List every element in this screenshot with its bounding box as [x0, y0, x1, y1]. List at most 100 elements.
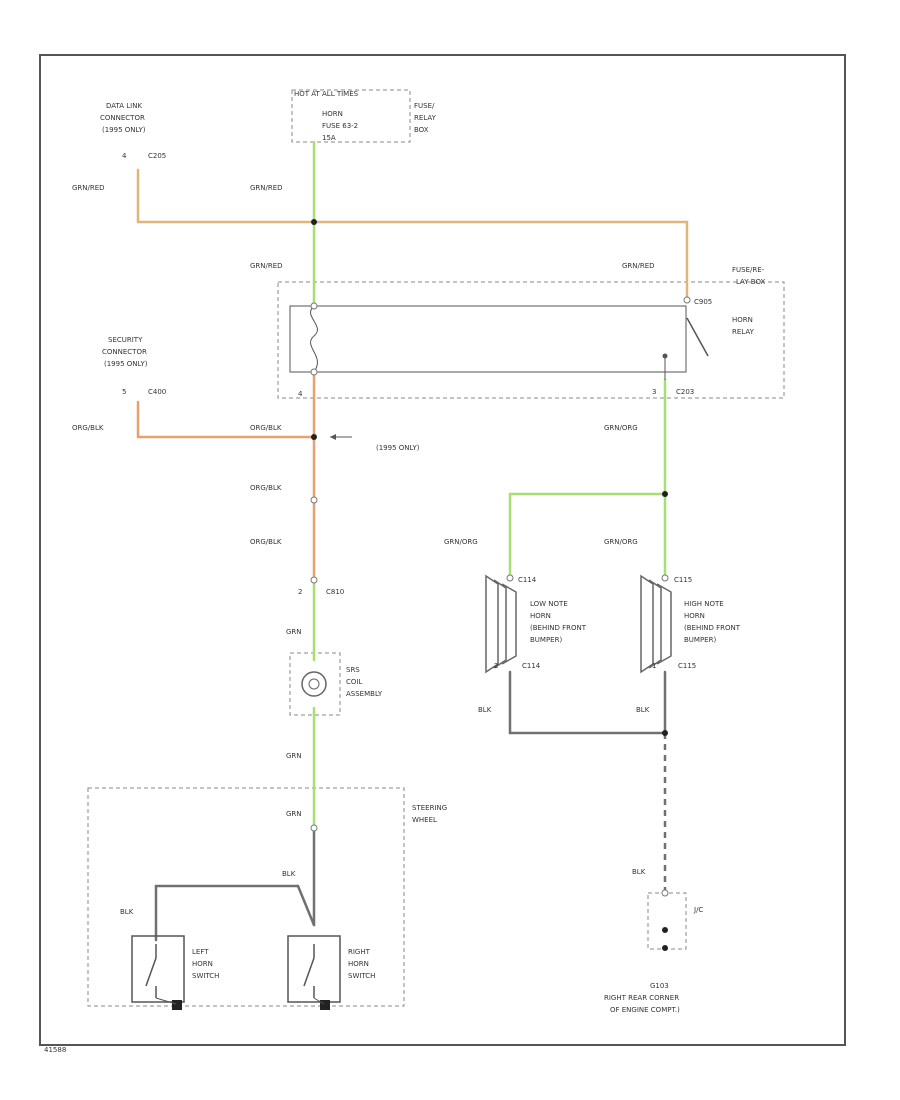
- right-ground-wire: [313, 997, 325, 1005]
- label-g103: G103: [650, 982, 669, 990]
- label-high-horn-1: HIGH NOTE: [684, 600, 724, 608]
- label-steering-2: WHEEL: [412, 816, 437, 824]
- labels: HOT AT ALL TIMES HORN FUSE 63-2 15A FUSE…: [44, 90, 766, 1054]
- label-wire-grnorg-1: GRN/ORG: [604, 424, 638, 432]
- label-srs-3: ASSEMBLY: [346, 690, 383, 698]
- label-wire-grnred-2: GRN/RED: [250, 184, 283, 192]
- label-wire-orgblk-1: ORG/BLK: [72, 424, 104, 432]
- label-left-horn-2: HORN: [192, 960, 213, 968]
- wire-junction-to-relay: [312, 220, 689, 302]
- label-fuse-relay-2: RELAY: [414, 114, 437, 122]
- label-security-conn: C400: [148, 388, 166, 396]
- label-c810: C810: [326, 588, 344, 596]
- label-horn-relay-2: RELAY: [732, 328, 755, 336]
- label-wire-blk-3: BLK: [478, 706, 492, 714]
- srs-coil-outline: [289, 652, 341, 716]
- label-low-horn-1: LOW NOTE: [530, 600, 568, 608]
- label-low-conn-top: C114: [518, 576, 537, 584]
- high-note-horn: [640, 574, 672, 674]
- label-low-horn-4: BUMPER): [530, 636, 562, 644]
- label-ground-2: OF ENGINE COMPT.): [610, 1006, 680, 1014]
- label-security-pin: 5: [122, 388, 126, 396]
- label-low-conn-bottom: C114: [522, 662, 541, 670]
- label-wire-grnred-1: GRN/RED: [72, 184, 105, 192]
- label-note-1995: (1995 ONLY): [376, 444, 420, 452]
- label-security-1: SECURITY: [108, 336, 143, 344]
- label-dlc-conn: C205: [148, 152, 166, 160]
- label-srs-2: COIL: [346, 678, 362, 686]
- label-wire-grnorg-3: GRN/ORG: [604, 538, 638, 546]
- label-high-horn-3: (BEHIND FRONT: [684, 624, 741, 632]
- wire-blk-horn-return: [508, 670, 667, 735]
- label-ground-1: RIGHT REAR CORNER: [604, 994, 679, 1002]
- relay-coil-curve: [310, 305, 318, 373]
- label-high-pin-bottom: 1: [652, 662, 656, 670]
- label-high-conn-bottom: C115: [678, 662, 696, 670]
- label-steering-1: STEERING: [412, 804, 447, 812]
- label-wire-grnorg-2: GRN/ORG: [444, 538, 478, 546]
- label-horn-fuse: HORN: [322, 110, 343, 118]
- connector-pins: [310, 296, 691, 897]
- label-left-horn-1: LEFT: [192, 948, 209, 956]
- fuse-box-outline: [291, 89, 411, 143]
- label-c810-pin: 2: [298, 588, 302, 596]
- wire-blk-steering-left: [154, 884, 316, 942]
- label-wire-grnred-4: GRN/RED: [622, 262, 655, 270]
- junction-dots: [311, 219, 668, 951]
- label-dlc-2: CONNECTOR: [100, 114, 145, 122]
- label-left-horn-3: SWITCH: [192, 972, 219, 980]
- relay-contact-arm: [686, 317, 709, 357]
- relay-coil: [289, 305, 687, 373]
- label-relay-pin-bottom-right: 3: [652, 388, 656, 396]
- srs-coil-inner-icon: [308, 678, 320, 690]
- label-fuse-relay-box-1: FUSE/RE-: [732, 266, 765, 274]
- label-fuse-relay-box-2: LAY BOX: [736, 278, 766, 286]
- label-srs-1: SRS: [346, 666, 360, 674]
- label-relay-conn-right: C203: [676, 388, 694, 396]
- label-security-3: (1995 ONLY): [104, 360, 148, 368]
- label-horn-relay-1: HORN: [732, 316, 753, 324]
- label-wire-orgblk-3: ORG/BLK: [250, 484, 282, 492]
- label-security-2: CONNECTOR: [102, 348, 147, 356]
- label-wire-blk-4: BLK: [636, 706, 650, 714]
- label-low-horn-2: HORN: [530, 612, 551, 620]
- label-wire-blk-1: BLK: [282, 870, 296, 878]
- wire-to-low-horn: [508, 492, 667, 580]
- label-right-horn-1: RIGHT: [348, 948, 371, 956]
- label-fuse-relay: FUSE/: [414, 102, 435, 110]
- label-wire-blk-2: BLK: [120, 908, 134, 916]
- label-wire-grnred-3: GRN/RED: [250, 262, 283, 270]
- label-relay-pin-bottom-left: 4: [298, 390, 303, 398]
- label-fuse-relay-3: BOX: [414, 126, 429, 134]
- label-dlc-1: DATA LINK: [106, 102, 142, 110]
- low-note-horn: [485, 574, 517, 674]
- label-dlc-3: (1995 ONLY): [102, 126, 146, 134]
- label-fuse-amp: 15A: [322, 134, 336, 142]
- wire-dlc-grnred: [136, 168, 316, 224]
- label-right-horn-3: SWITCH: [348, 972, 375, 980]
- label-wire-orgblk-4: ORG/BLK: [250, 538, 282, 546]
- relay-box-outline: [277, 281, 785, 399]
- label-high-horn-4: BUMPER): [684, 636, 716, 644]
- left-horn-switch: [131, 935, 185, 1003]
- label-wire-grn-3: GRN: [286, 810, 302, 818]
- left-ground-wire: [155, 997, 177, 1005]
- label-wire-grn-1: GRN: [286, 628, 302, 636]
- label-jc: J/C: [693, 906, 703, 914]
- ground-icon: [172, 1000, 330, 1010]
- label-hot-at-all-times: HOT AT ALL TIMES: [294, 90, 359, 98]
- wire-security-orgblk: [136, 400, 316, 439]
- label-right-horn-2: HORN: [348, 960, 369, 968]
- label-footer: 41588: [44, 1046, 66, 1054]
- right-horn-switch: [287, 935, 341, 1003]
- label-wire-blk-5: BLK: [632, 868, 646, 876]
- label-dlc-pin: 4: [122, 152, 127, 160]
- wires: [136, 140, 689, 942]
- label-high-horn-2: HORN: [684, 612, 705, 620]
- steering-wheel-outline: [87, 787, 405, 1007]
- label-wire-grn-2: GRN: [286, 752, 302, 760]
- label-low-horn-3: (BEHIND FRONT: [530, 624, 587, 632]
- srs-coil-icon: [301, 671, 327, 697]
- label-high-conn-top: C115: [674, 576, 692, 584]
